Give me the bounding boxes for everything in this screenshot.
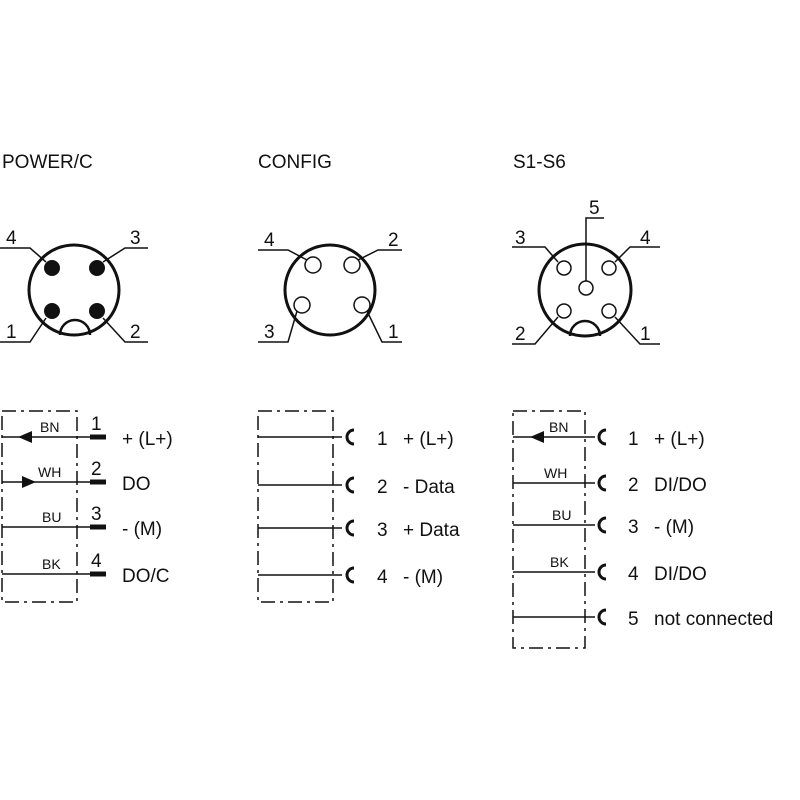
wire-color: WH xyxy=(38,464,61,480)
wire-num: 5 xyxy=(628,609,639,630)
wire-label: - (M) xyxy=(654,517,694,538)
s1s6-title: S1-S6 xyxy=(513,152,566,173)
power-connector: POWER/C 4 3 1 2 BN WH BU BK 1 2 3 4 + (L… xyxy=(0,152,173,603)
wire-label: - (M) xyxy=(122,519,162,540)
pin-label: 4 xyxy=(6,228,17,249)
wire-label: + Data xyxy=(403,520,460,541)
pin-label: 1 xyxy=(388,322,399,343)
pin-label: 1 xyxy=(6,322,17,343)
wire-num: 3 xyxy=(91,504,102,525)
pin-label: 3 xyxy=(515,228,526,249)
wire-num: 1 xyxy=(377,429,388,450)
pin-label: 1 xyxy=(640,324,651,345)
wire-label: not connected xyxy=(654,609,773,630)
power-wires: BN WH BU BK 1 2 3 4 + (L+) DO - (M) DO/C xyxy=(2,414,173,587)
wire-num: 2 xyxy=(91,459,102,480)
wire-label: - Data xyxy=(403,477,455,498)
wire-num: 2 xyxy=(377,477,388,498)
wire-num: 1 xyxy=(91,414,102,435)
wire-color: BN xyxy=(549,419,568,435)
pin-label: 2 xyxy=(515,324,526,345)
wire-num: 3 xyxy=(377,520,388,541)
wire-num: 2 xyxy=(628,475,639,496)
wire-num: 4 xyxy=(628,564,639,585)
wire-label: DO xyxy=(122,474,151,495)
wire-label: + (L+) xyxy=(122,429,173,450)
config-box xyxy=(257,410,334,603)
wire-label: + (L+) xyxy=(403,429,454,450)
wire-label: - (M) xyxy=(403,567,443,588)
config-title: CONFIG xyxy=(258,152,332,173)
wire-label: + (L+) xyxy=(654,429,705,450)
wire-color: BK xyxy=(550,554,569,570)
pin-label: 4 xyxy=(640,228,651,249)
s1-s6-connector: S1-S6 5 3 4 2 1 BN WH BU BK 1 2 3 4 5 + … xyxy=(512,152,773,649)
wire-label: DO/C xyxy=(122,566,170,587)
wire-color: BU xyxy=(552,507,571,523)
pin-label: 2 xyxy=(130,322,141,343)
pin-label: 3 xyxy=(130,228,141,249)
wire-label: DI/DO xyxy=(654,475,707,496)
wire-color: BN xyxy=(40,419,59,435)
pin-label: 4 xyxy=(264,230,275,251)
wire-num: 4 xyxy=(91,551,102,572)
pin-label: 5 xyxy=(589,198,600,219)
wire-color: WH xyxy=(544,465,567,481)
wire-num: 1 xyxy=(628,429,639,450)
wire-color: BU xyxy=(42,509,61,525)
wire-num: 4 xyxy=(377,567,388,588)
power-pins xyxy=(44,260,105,319)
pin-label: 3 xyxy=(264,322,275,343)
config-connector: CONFIG 4 2 3 1 1 2 3 4 + (L+) - Data + D… xyxy=(257,152,460,603)
wire-color: BK xyxy=(42,556,61,572)
wire-label: DI/DO xyxy=(654,564,707,585)
wire-num: 3 xyxy=(628,517,639,538)
pin-label: 2 xyxy=(388,230,399,251)
power-title: POWER/C xyxy=(2,152,93,173)
